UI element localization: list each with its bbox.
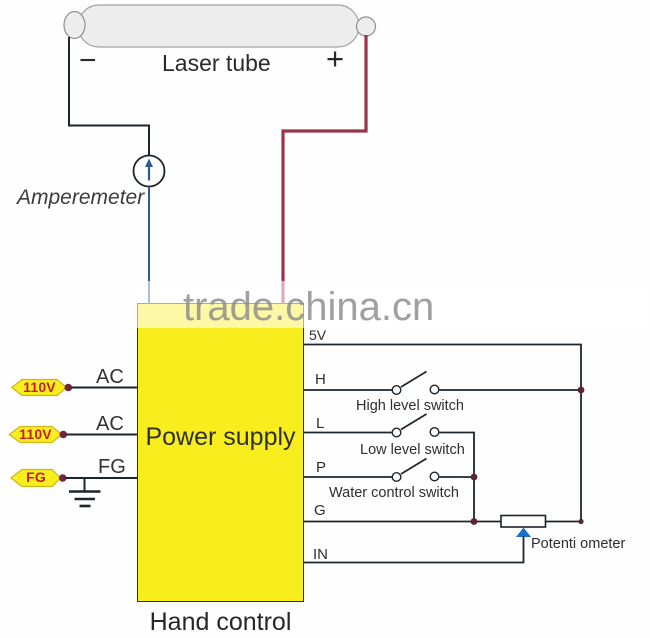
junction-dot-bus [578,518,584,525]
hand-control-label: Hand control [149,608,292,636]
high-level-switch-icon [391,370,440,396]
power-supply-label: Power supply [145,423,296,451]
fg-wire-label: FG [98,456,126,478]
terminal-label-5v: 5V [309,327,327,343]
amperemeter-icon [132,154,166,188]
voltage-tag-label-2: 110V [19,426,52,442]
wire-l-right [439,431,475,522]
watermark-text: trade.china.cn [183,285,435,329]
anode-wire [281,35,368,304]
connection-dot-3 [58,474,67,482]
laser-tube-negative-label: − [79,44,97,77]
cathode-wire [68,37,150,156]
earth-ground-icon [69,478,101,508]
laser-tube-right-electrode [355,16,377,37]
watermark-band [90,281,650,328]
ac-wire-label-2: AC [96,413,124,435]
potentiometer-wiper-arrow-icon [516,527,531,537]
water-control-switch-icon [391,457,440,483]
amperemeter-label: Amperemeter [17,186,145,209]
laser-tube-label: Laser tube [162,50,271,76]
terminal-label-p: P [316,459,327,476]
potentiometer-body [500,514,547,528]
high-level-switch-label: High level switch [356,398,464,414]
junction-dot-h [577,386,585,394]
amperemeter-needle-tip-icon [145,158,153,167]
terminal-label-h: H [315,371,326,388]
voltage-tag-label-1: 110V [23,379,56,395]
laser-tube-left-electrode [63,10,86,40]
low-level-switch-label: Low level switch [360,442,465,458]
laser-tube-body [77,4,360,48]
power-supply-box [137,303,304,602]
junction-dot-g [470,518,478,525]
fg-tag-label: FG [26,469,46,485]
terminal-label-in: IN [313,546,328,563]
ac-wire-label-1: AC [96,366,124,388]
wire-5v-bus [304,343,582,522]
low-level-switch-icon [391,413,440,438]
connection-dot-2 [59,430,68,439]
potentiometer-label: Potenti ometer [531,536,626,552]
laser-tube-positive-label: + [326,41,345,76]
junction-dot-p [470,473,478,481]
terminal-label-l: L [316,415,325,432]
terminal-label-g: G [314,502,326,519]
connection-dot-1 [64,383,73,392]
water-control-switch-label: Water control switch [329,485,459,501]
